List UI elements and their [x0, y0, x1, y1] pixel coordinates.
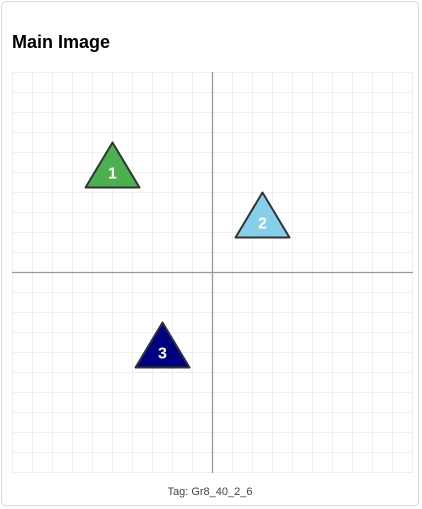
- triangle-label-2: 2: [258, 216, 267, 233]
- triangle-label-3: 3: [158, 346, 167, 363]
- triangle-shape-2: 2: [234, 191, 291, 239]
- triangle-label-1: 1: [108, 166, 117, 183]
- axes: [12, 72, 413, 473]
- triangle-1: [84, 141, 141, 189]
- triangle-shape-3: 3: [134, 321, 191, 369]
- shapes-layer: 1 2 3: [84, 141, 291, 369]
- image-tag: Tag: Gr8_40_2_6: [167, 486, 253, 498]
- card-title: Main Image: [12, 32, 111, 52]
- coordinate-plane: 1 2 3: [12, 72, 413, 473]
- triangle-shape-1: 1: [84, 141, 141, 189]
- triangle-2: [234, 191, 291, 239]
- triangle-3: [134, 321, 191, 369]
